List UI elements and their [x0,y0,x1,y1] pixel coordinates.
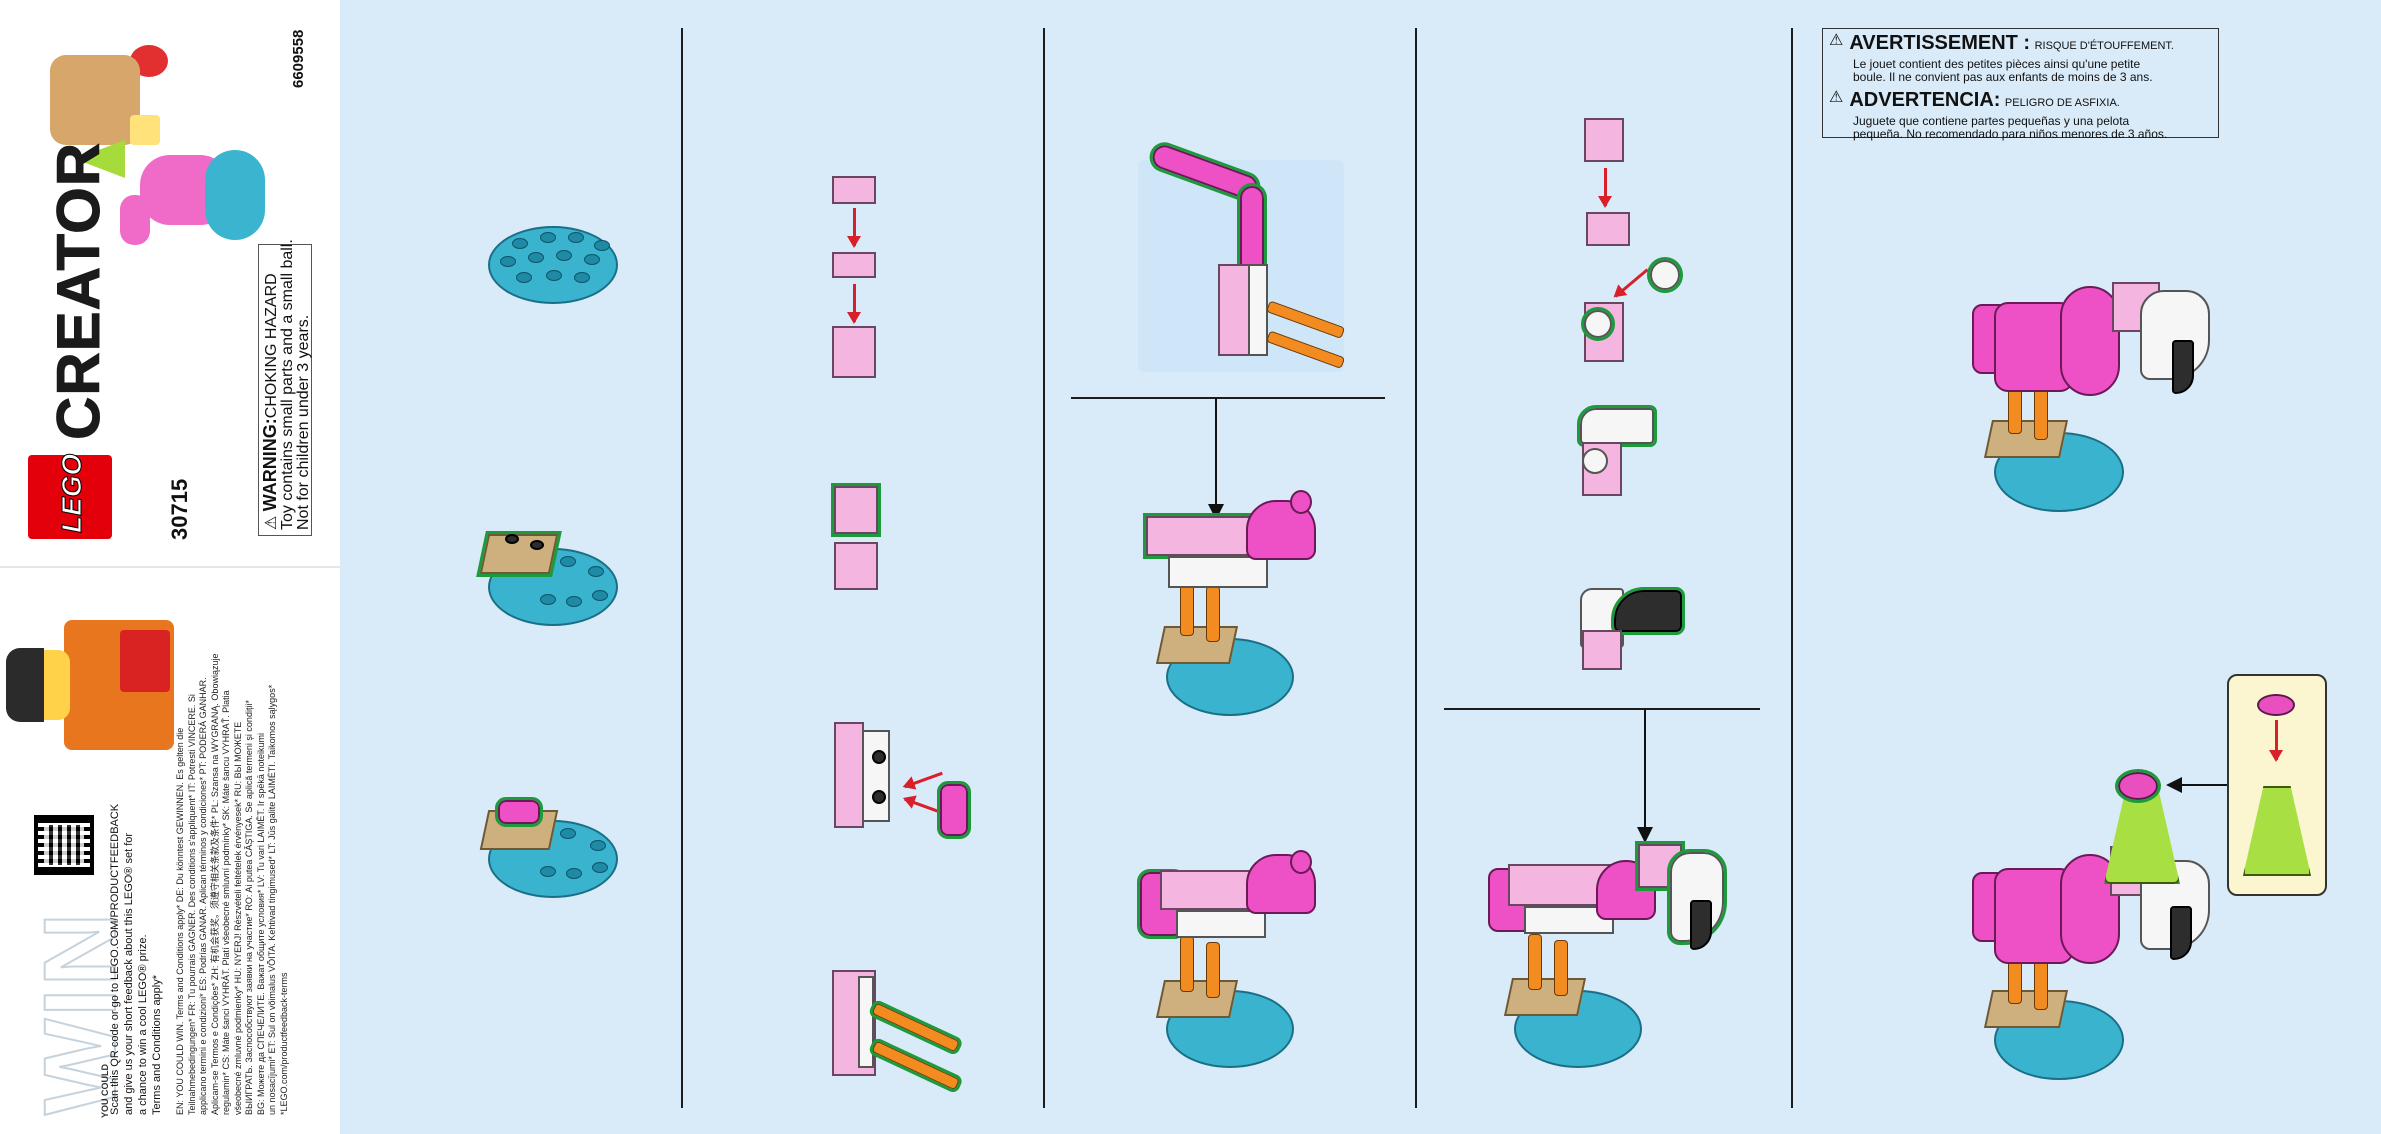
set-number: 30715 [167,478,192,540]
lego-logo: LEGO [28,453,112,539]
down-arrow-icon [1208,398,1224,520]
warning-triangle-icon: ⚠ [1829,89,1844,106]
warning-triangle-icon: ⚠ [1829,32,1844,49]
warning-title-fr: AVERTISSEMENT : [1849,32,2031,54]
theme-title: CREATOR [45,141,113,440]
minifigure-hair-image [6,648,44,722]
column-divider [1791,28,1793,1108]
sub-build-callout [2227,674,2327,896]
column-divider [1043,28,1045,1108]
choking-warning-text: ⚠ WARNING:CHOKING HAZARD Toy contains sm… [260,239,312,530]
warning-triangle-icon: ⚠ [263,511,280,530]
feedback-instructions: Scan this QR code or go to LEGO.COM/PROD… [109,803,163,1115]
dog-model-image [50,55,140,145]
left-arrow-icon [2166,777,2228,793]
warning-body-es: Juguete que contiene partes pequeñas y u… [1853,114,2168,141]
column-divider [1415,28,1417,1108]
cover-panel: LEGO CREATOR 30715 6609558 ⚠ WARNING:CHO… [0,0,340,1134]
warning-body-fr: Le jouet contient des petites pièces ain… [1853,57,2153,84]
gift-box-image [120,630,170,692]
qr-code-icon[interactable] [34,815,94,875]
down-arrow-icon [1637,709,1653,843]
base-plate-image [205,150,265,240]
choking-warning-box [258,244,312,536]
sub-step-line [1071,397,1385,399]
warning-title-es: ADVERTENCIA: [1849,89,2001,111]
safety-warning-box: ⚠ AVERTISSEMENT : RISQUE D'ÉTOUFFEMENT. … [1822,28,2219,141]
warning-sub-es: PELIGRO DE ASFIXIA. [2004,97,2120,109]
warning-sub-fr: RISQUE D'ÉTOUFFEMENT. [2034,40,2174,52]
terms-multilingual: EN: YOU COULD WIN. Terms and Conditions … [175,653,289,1115]
cake-model-image [130,115,160,145]
sub-step-line [1444,708,1760,710]
column-divider [681,28,683,1108]
item-code: 6609558 [290,29,307,88]
